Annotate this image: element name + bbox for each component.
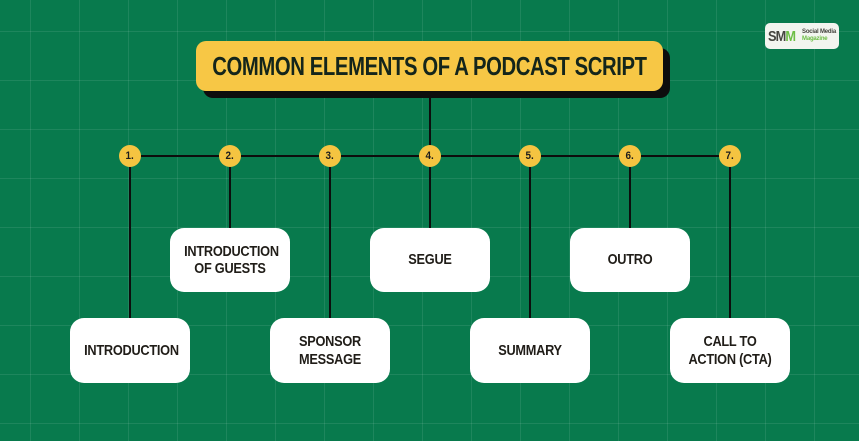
node-number: 7. [725,150,735,162]
node-label: OUTRO [607,251,653,269]
node-label: INTRODUCTION OF GUESTS [184,242,279,277]
connector-line-2 [229,156,231,229]
node-label: SEGUE [408,251,452,269]
node-number: 1. [125,150,135,162]
node-label: SPONSOR MESSAGE [299,333,361,368]
label-box-call-to-action: CALL TO ACTION (CTA) [670,318,790,383]
connector-line-7 [729,156,731,318]
node-number: 6. [625,150,635,162]
node-label: INTRODUCTION [84,341,179,359]
logo-name-line1: Social Media [802,29,836,36]
smm-logo-acronym: SMM [768,27,796,45]
label-box-summary: SUMMARY [470,318,590,383]
logo-letters-dark: SM [768,27,786,45]
node-circle-5: 5. [519,145,541,167]
connector-line-3 [329,156,331,318]
node-number: 5. [525,150,535,162]
label-box-introduction-of-guests: INTRODUCTION OF GUESTS [170,228,290,292]
logo-name-line2: Magazine [802,36,828,42]
node-circle-3: 3. [319,145,341,167]
logo-letter-green: M [785,27,796,45]
label-box-introduction: INTRODUCTION [70,318,190,383]
node-number: 4. [425,150,435,162]
node-circle-6: 6. [619,145,641,167]
label-box-sponsor-message: SPONSOR MESSAGE [270,318,390,383]
smm-logo-name: Social Media Magazine [802,29,836,42]
node-number: 3. [325,150,335,162]
title-banner: COMMON ELEMENTS OF A PODCAST SCRIPT [196,41,663,91]
label-box-segue: SEGUE [370,228,490,292]
connector-line-6 [629,156,631,229]
label-box-outro: OUTRO [570,228,690,292]
node-circle-2: 2. [219,145,241,167]
node-label: CALL TO ACTION (CTA) [688,333,772,368]
node-circle-7: 7. [719,145,741,167]
connector-line-5 [529,156,531,318]
node-circle-1: 1. [119,145,141,167]
connector-line-1 [129,156,131,318]
page-title: COMMON ELEMENTS OF A PODCAST SCRIPT [212,50,647,81]
node-number: 2. [225,150,235,162]
node-circle-4: 4. [419,145,441,167]
node-label: SUMMARY [498,341,562,359]
smm-logo: SMM Social Media Magazine [765,23,839,49]
